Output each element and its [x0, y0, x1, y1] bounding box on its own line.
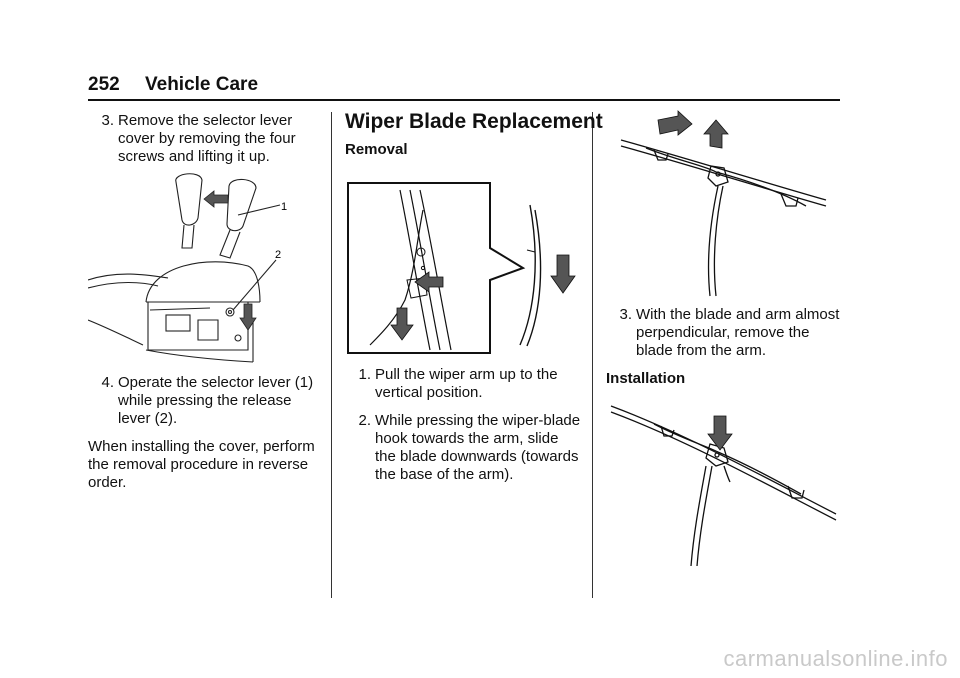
press-hook-arrow-icon — [414, 271, 444, 293]
right-column-steps: 3. With the blade and arm almost perpend… — [606, 306, 844, 388]
section-title: Vehicle Care — [145, 74, 259, 95]
section-heading: Wiper Blade Replacement — [345, 110, 603, 133]
wiper-detach-figure — [620, 110, 827, 297]
removal-steps: 1. Pull the wiper arm up to the vertical… — [345, 366, 583, 494]
step-operate-lever: 4. Operate the selector lever (1) while … — [101, 374, 314, 427]
slide-right-arrow-icon — [657, 110, 693, 136]
page-header: 252 Vehicle Care — [88, 70, 840, 96]
column-divider-left — [331, 112, 332, 598]
header-rule — [88, 99, 840, 101]
page-number: 252 — [88, 74, 120, 95]
step-pull-arm: 1. Pull the wiper arm up to the vertical… — [358, 366, 558, 401]
step-text: Operate the selector lever (1) while pre… — [118, 374, 314, 427]
removal-label: Removal — [345, 141, 408, 158]
install-down-arrow-icon — [707, 415, 733, 451]
step-slide-blade: 2. While pressing the wiper-blade hook t… — [358, 412, 581, 483]
step-text: While pressing the wiper-blade hook towa… — [375, 412, 581, 483]
wiper-removal-figure — [347, 182, 576, 354]
slide-down-arrow-icon — [390, 307, 414, 341]
push-arrow-icon — [203, 190, 229, 208]
step-text: Pull the wiper arm up to the vertical po… — [375, 366, 558, 401]
callout-1: 1 — [281, 201, 287, 213]
wiper-install-figure — [610, 405, 837, 567]
watermark: carmanualsonline.info — [723, 646, 948, 671]
left-column-top: 3. Remove the selector lever cover by re… — [88, 112, 320, 176]
installation-label: Installation — [606, 370, 686, 387]
column-divider-right — [592, 112, 593, 598]
lift-up-arrow-icon — [703, 119, 729, 149]
step-text: With the blade and arm almost perpendicu… — [636, 306, 840, 359]
left-column-bottom: 4. Operate the selector lever (1) while … — [88, 374, 320, 502]
step-remove-cover: 3. Remove the selector lever cover by re… — [101, 112, 296, 165]
selector-lever-figure: 1 2 — [88, 173, 287, 363]
callout-2: 2 — [275, 249, 281, 261]
step-text: Remove the selector lever cover by remov… — [118, 112, 296, 165]
cover-install-note: When installing the cover, perform the r… — [88, 438, 315, 491]
blade-down-arrow-icon — [550, 254, 576, 294]
down-arrow-icon — [239, 303, 257, 331]
removal-label-block: Removal — [345, 141, 581, 159]
step-remove-blade: 3. With the blade and arm almost perpend… — [619, 306, 840, 359]
